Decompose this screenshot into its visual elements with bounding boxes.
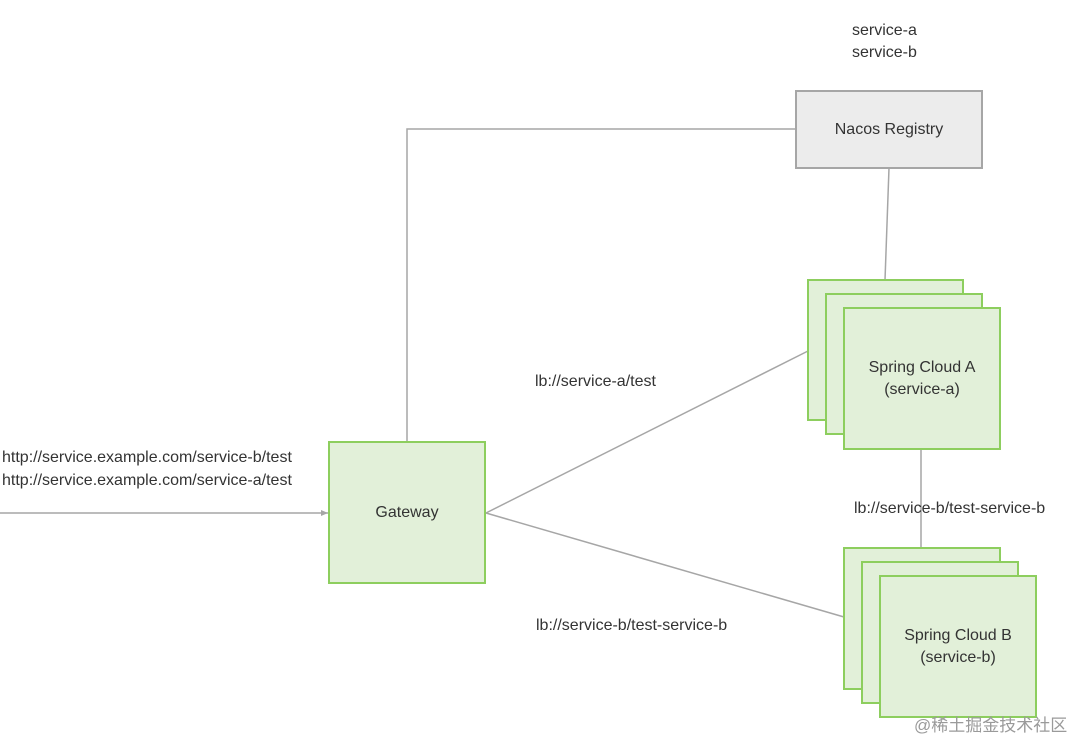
incoming-url-service-a: http://service.example.com/service-a/tes…: [2, 472, 292, 489]
gateway-to-service-b-connector: [485, 512, 845, 618]
incoming-url-service-b: http://service.example.com/service-b/tes…: [2, 449, 292, 466]
nacos-registry-node: Nacos Registry: [795, 90, 983, 169]
gateway-to-service-a-connector: [485, 350, 809, 514]
registry-service-a: service-a: [852, 22, 917, 39]
registry-to-service-a-connector: [884, 167, 890, 281]
route-label-a-to-b: lb://service-b/test-service-b: [854, 500, 1046, 517]
nacos-registry-label: Nacos Registry: [834, 120, 944, 138]
registry-service-b: service-b: [852, 44, 917, 61]
service-a-title: Spring Cloud A: [868, 358, 976, 376]
registry-to-gateway-connector: [406, 128, 796, 441]
service-b-subtitle: (service-b): [920, 648, 996, 666]
service-b-node: Spring Cloud B (service-b): [879, 575, 1037, 718]
registry-service-list: service-a service-b: [852, 20, 917, 64]
service-a-node: Spring Cloud A (service-a): [843, 307, 1001, 450]
gateway-node: Gateway: [328, 441, 486, 584]
route-label-service-a: lb://service-a/test: [535, 373, 656, 390]
route-label-service-b: lb://service-b/test-service-b: [536, 617, 728, 634]
service-b-title: Spring Cloud B: [904, 626, 1012, 644]
watermark: @稀土掘金技术社区: [914, 716, 1068, 735]
incoming-url-list: http://service.example.com/service-b/tes…: [2, 447, 292, 492]
gateway-label: Gateway: [375, 503, 439, 521]
service-a-subtitle: (service-a): [884, 380, 960, 398]
